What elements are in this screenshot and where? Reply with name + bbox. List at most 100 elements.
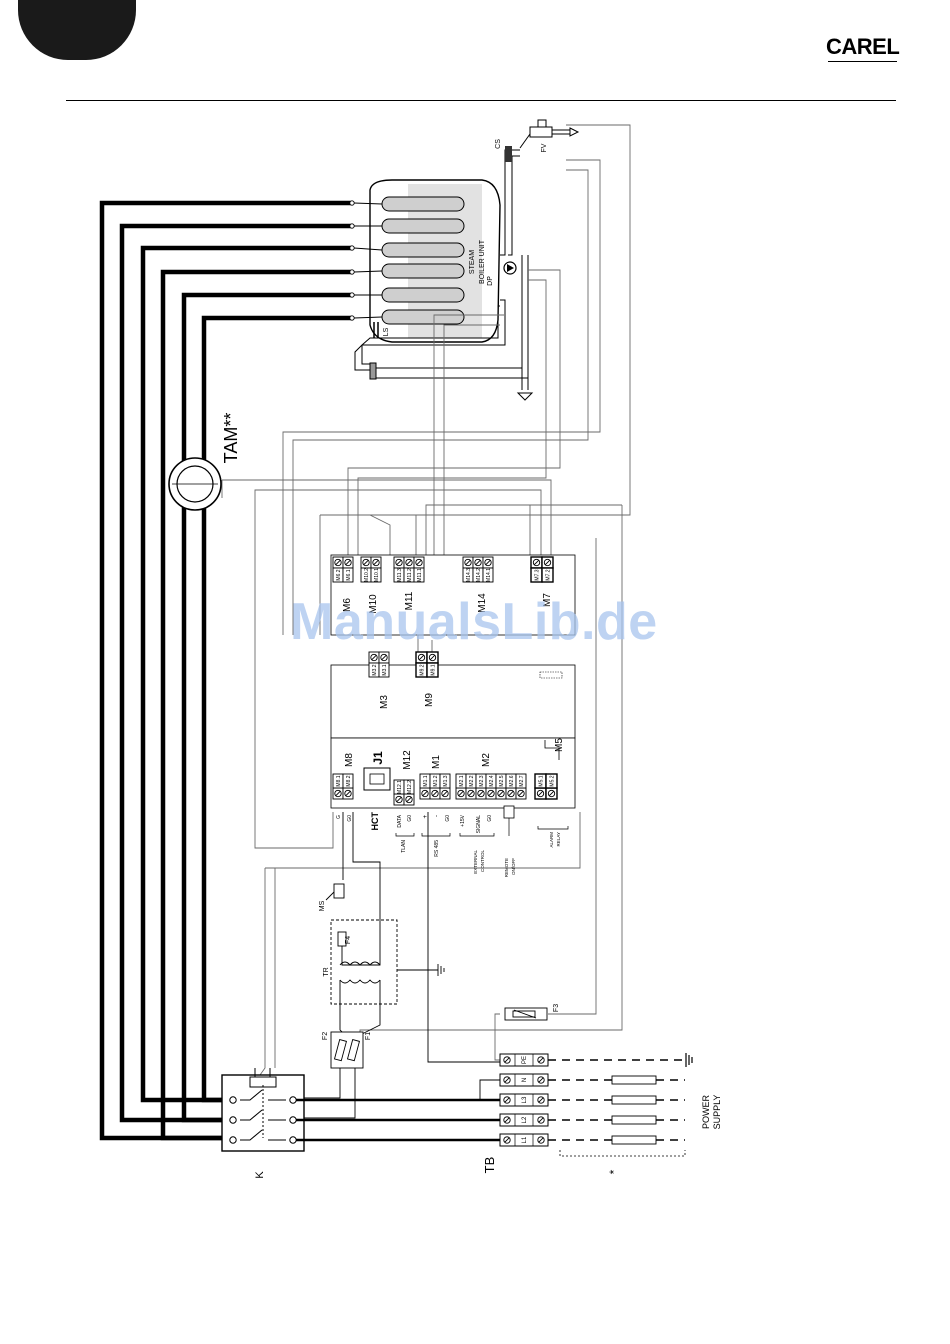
label-remote: REMOTE <box>504 858 509 877</box>
hct-label: HCT <box>370 812 380 831</box>
tb-terminal-label: L2 <box>522 1116 528 1123</box>
ground-symbol-tr <box>437 964 445 976</box>
label-m7: M7 <box>542 593 553 607</box>
label-rs485: RS 485 <box>434 840 440 857</box>
tam-label: TAM** <box>221 413 241 464</box>
boiler-label-unit: BOILER UNIT <box>479 239 486 284</box>
transformer-box <box>330 919 398 1005</box>
pin-label: M2.2 <box>469 775 475 786</box>
label-m3: M3 <box>379 695 390 709</box>
tb-terminal: L2 <box>499 1113 549 1127</box>
signal-signal: SIGNAL <box>476 815 482 834</box>
fill-valve-label: FV <box>541 143 548 152</box>
heater-cable-2 <box>119 223 352 1123</box>
signal-wires <box>221 124 631 1076</box>
drain-pump-label: DP <box>487 276 494 286</box>
pin-label: M6.1 <box>346 569 352 580</box>
board-dip-switch <box>539 671 563 679</box>
pin-label: M2.3 <box>479 775 485 786</box>
motor-switch-icon <box>333 883 345 899</box>
signal-g0: G0 <box>445 815 451 822</box>
pin-label: M7.3 <box>535 569 541 580</box>
conductivity-sensor <box>505 146 512 162</box>
pin-label: M9.1 <box>431 664 437 675</box>
connector-m6: M6.2 M6.1 <box>332 556 354 583</box>
label-m11: M11 <box>404 591 415 610</box>
label-m10: M10 <box>368 594 379 614</box>
label-m5: M5 <box>554 738 565 752</box>
pin-label: M5.1 <box>539 775 545 786</box>
signal-g0: G0 <box>347 815 353 822</box>
signal-g0: G0 <box>487 815 493 822</box>
label-m9: M9 <box>424 693 435 707</box>
pin-label: M2.1 <box>459 775 465 786</box>
label-m1: M1 <box>431 755 442 769</box>
pin-label: M10.2 <box>364 568 370 582</box>
heater-cable-3 <box>140 245 352 1103</box>
heater-power-cables <box>99 200 352 1141</box>
power-supply-label-2: SUPPLY <box>712 1095 722 1130</box>
signal-g: G <box>336 815 342 819</box>
pin-label: M11.3 <box>397 568 403 582</box>
water-pipes <box>354 149 534 401</box>
signal-15v: +15V <box>460 814 466 826</box>
pin-label: M14.2 <box>476 568 482 582</box>
contactor-label: K <box>254 1171 266 1179</box>
pin-label: M1.3 <box>443 775 449 786</box>
pin-label: M1.1 <box>423 775 429 786</box>
level-sensor-label: LS <box>383 327 390 336</box>
current-transformer-tam: TAM** <box>168 413 241 511</box>
heater-cable-1 <box>99 200 352 1141</box>
tb-terminal: N <box>499 1073 549 1087</box>
ground-symbol-pe <box>685 1053 693 1067</box>
label-control: CONTROL <box>480 850 485 872</box>
fuse-f2-f1-holder <box>330 1031 364 1069</box>
pin-label: M6.2 <box>336 569 342 580</box>
pin-label: M14.3 <box>466 568 472 582</box>
tb-terminal-label: N <box>522 1078 528 1082</box>
transformer-secondary <box>339 961 381 966</box>
transformer-section <box>296 812 500 1119</box>
label-alarm: ALARM <box>549 832 554 848</box>
fuse-f3 <box>504 1007 548 1021</box>
carel-logo: CAREL <box>826 34 900 62</box>
ms-label: MS <box>319 900 326 911</box>
pin-label: M11.1 <box>417 568 423 582</box>
f4-label: F4 <box>345 936 352 944</box>
heating-elements <box>381 196 465 325</box>
f3-label: F3 <box>553 1004 560 1012</box>
power-supply-label-1: POWER <box>701 1095 711 1130</box>
power-wires-k-tb <box>296 1098 500 1142</box>
signal-minus: - <box>434 815 440 817</box>
pin-label: M2.6 <box>509 775 515 786</box>
pin-label: M2.4 <box>489 775 495 786</box>
label-m6: M6 <box>342 598 353 612</box>
supply-lines <box>548 1059 685 1141</box>
label-tlan: TLAN <box>401 840 407 853</box>
connector-m9: M9.2 M9.1 <box>415 651 439 678</box>
tb-terminal-label: L3 <box>522 1096 528 1103</box>
pin-label: M9.2 <box>420 664 426 675</box>
transformer-primary <box>339 979 381 984</box>
f1-label: F1 <box>365 1032 372 1040</box>
heater-element-connections <box>349 200 383 321</box>
heater-cable-4 <box>160 269 352 1141</box>
f2-label: F2 <box>322 1032 329 1040</box>
label-relay: RELAY <box>556 832 561 846</box>
label-m12: M12 <box>402 750 413 770</box>
label-external: EXTERNAL <box>473 850 478 874</box>
connector-m10: M10.2 M10.1 <box>360 556 382 583</box>
fill-valve-icon <box>519 119 580 149</box>
heater-cable-5 <box>181 292 352 1123</box>
pin-label: M10.1 <box>374 568 380 582</box>
